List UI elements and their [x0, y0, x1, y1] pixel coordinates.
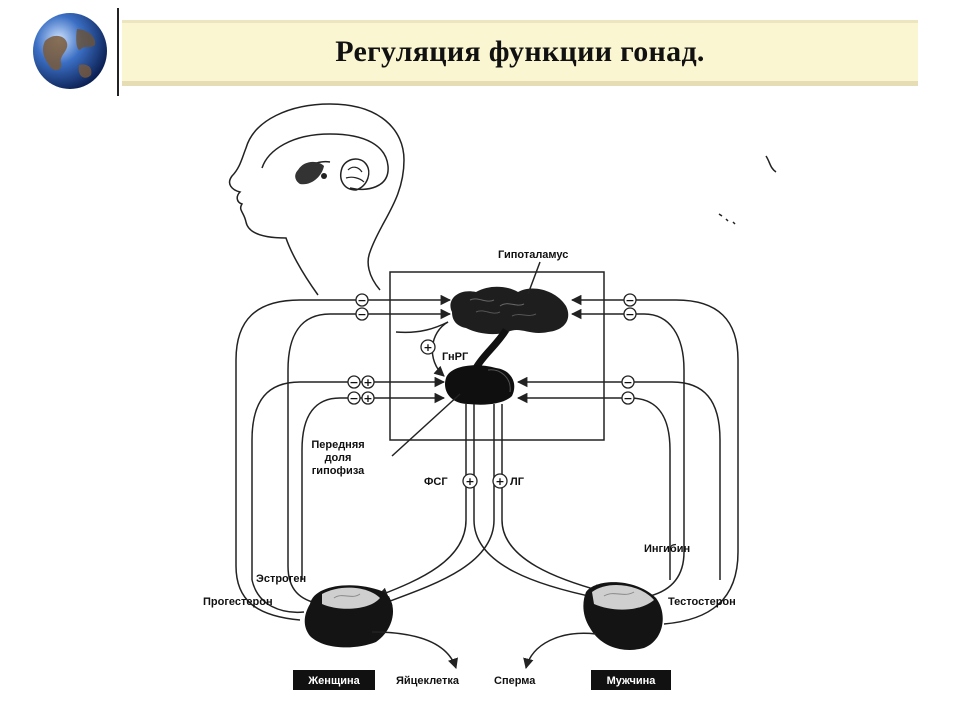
globe-icon: [33, 13, 107, 89]
egg-arrow: [371, 631, 458, 669]
hypothalamus-shape: [450, 286, 569, 335]
pituitary-shape: [444, 365, 515, 405]
pituitary-stalk: [472, 328, 509, 370]
sign-plus: +: [361, 391, 375, 405]
svg-text:−: −: [623, 376, 632, 389]
sign-minus: −: [623, 293, 637, 307]
sign-minus: −: [355, 293, 369, 307]
svg-text:−: −: [357, 294, 366, 307]
hypothalamus-pointer: [527, 261, 541, 295]
sign-plus: +: [361, 375, 375, 389]
svg-text:+: +: [423, 341, 432, 354]
sperm-arrow: [523, 632, 597, 670]
label-pituitary-line2: доля: [325, 452, 352, 464]
svg-text:−: −: [625, 308, 634, 321]
brain-structure: [295, 158, 370, 191]
label-inhibin: Ингибин: [644, 543, 690, 555]
gnrh-input-line: [395, 321, 449, 334]
label-pituitary-line3: гипофиза: [312, 465, 365, 477]
male-feedback-lines: [516, 294, 739, 625]
label-testosterone: Тестостерон: [668, 596, 736, 608]
label-gnrh: ГнРГ: [442, 351, 469, 363]
svg-text:−: −: [623, 392, 632, 405]
page-title: Регуляция функции гонад.: [335, 35, 705, 68]
sign-plus: +: [420, 339, 436, 355]
label-male: Мужчина: [607, 675, 657, 687]
sign-plus: +: [492, 473, 508, 489]
male-tag-bg: [591, 670, 671, 690]
title-banner: Регуляция функции гонад.: [122, 20, 918, 86]
label-lh: ЛГ: [510, 476, 525, 488]
testis-shape: [583, 582, 663, 650]
sign-plus: +: [462, 473, 478, 489]
female-feedback-lines: [235, 294, 452, 621]
label-progesterone: Прогестерон: [203, 596, 273, 608]
svg-text:−: −: [357, 308, 366, 321]
svg-text:−: −: [349, 376, 358, 389]
svg-text:+: +: [363, 392, 372, 405]
svg-text:+: +: [465, 475, 474, 488]
sign-minus: −: [621, 391, 635, 405]
stray-mark: [765, 155, 777, 173]
sign-minus: −: [621, 375, 635, 389]
sign-minus: −: [355, 307, 369, 321]
svg-text:+: +: [363, 376, 372, 389]
pituitary-pointer: [391, 393, 461, 457]
title-divider: [117, 8, 119, 96]
svg-text:+: +: [495, 475, 504, 488]
sign-minus: −: [347, 391, 361, 405]
label-pituitary-line1: Передняя: [311, 439, 364, 451]
label-hypothalamus: Гипоталамус: [498, 249, 568, 261]
label-sperm: Сперма: [494, 675, 536, 687]
ovary-shape: [304, 585, 394, 648]
label-egg: Яйцеклетка: [396, 675, 460, 687]
svg-text:−: −: [625, 294, 634, 307]
sign-minus: −: [623, 307, 637, 321]
sign-minus: −: [347, 375, 361, 389]
fsh-lh-lines: [377, 404, 606, 606]
stray-mark: [718, 213, 736, 225]
label-estrogen: Эстроген: [256, 573, 306, 585]
label-female: Женщина: [307, 675, 360, 687]
svg-text:−: −: [349, 392, 358, 405]
female-tag-bg: [293, 670, 375, 690]
central-box: [389, 271, 605, 441]
feedback-signs: − − − + − + − − − − + + +: [347, 293, 637, 489]
head-silhouette: [228, 103, 405, 296]
label-fsh: ФСГ: [424, 476, 448, 488]
